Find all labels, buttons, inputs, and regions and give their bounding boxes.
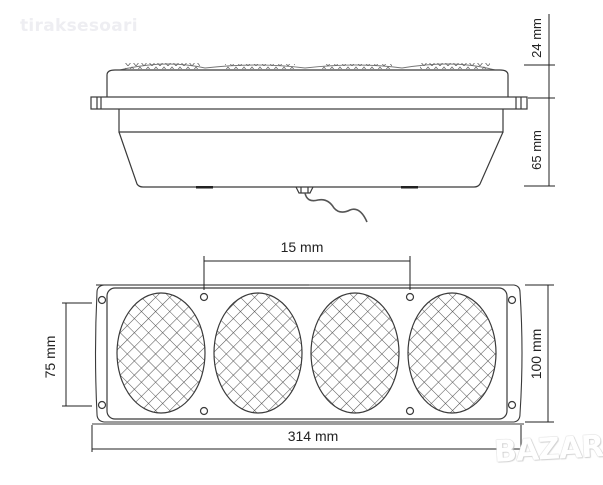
body-band [118,109,504,133]
screw-hole [199,292,209,302]
cable-connector [295,186,314,194]
watermark-bazar: BAZAR [493,429,603,470]
dim-total-width: 314 mm [288,428,339,444]
foot-left [196,186,213,189]
mount-hole [507,295,517,305]
foot-right [401,186,418,189]
lens-1 [116,292,206,414]
mount-hole [97,400,107,410]
inner-panel [106,287,508,420]
screw-hole [405,292,415,302]
flange [90,96,528,110]
cable [304,192,368,223]
lens-4 [407,292,497,414]
dim-mount-hole-vertical: 75 mm [42,336,58,379]
lens-housing [106,69,509,97]
watermark-tiraksesoari: tiraksesoari [20,16,138,36]
front-dimensions [62,256,554,452]
lens-bumps [119,63,496,71]
lens-2 [213,292,303,414]
dim-body-depth: 65 mm [529,130,544,170]
front-view [92,284,524,425]
dim-hole-spacing: 15 mm [281,239,324,255]
tapered-body [118,131,504,188]
mount-hole [507,400,517,410]
lens-3 [310,292,400,414]
outer-frame [94,284,523,423]
side-view [90,63,528,223]
screw-hole [199,406,209,416]
dim-total-height: 100 mm [528,329,544,380]
mount-hole [97,295,107,305]
side-dimensions [524,14,555,187]
dim-lens-height: 24 mm [529,18,544,58]
screw-hole [405,406,415,416]
